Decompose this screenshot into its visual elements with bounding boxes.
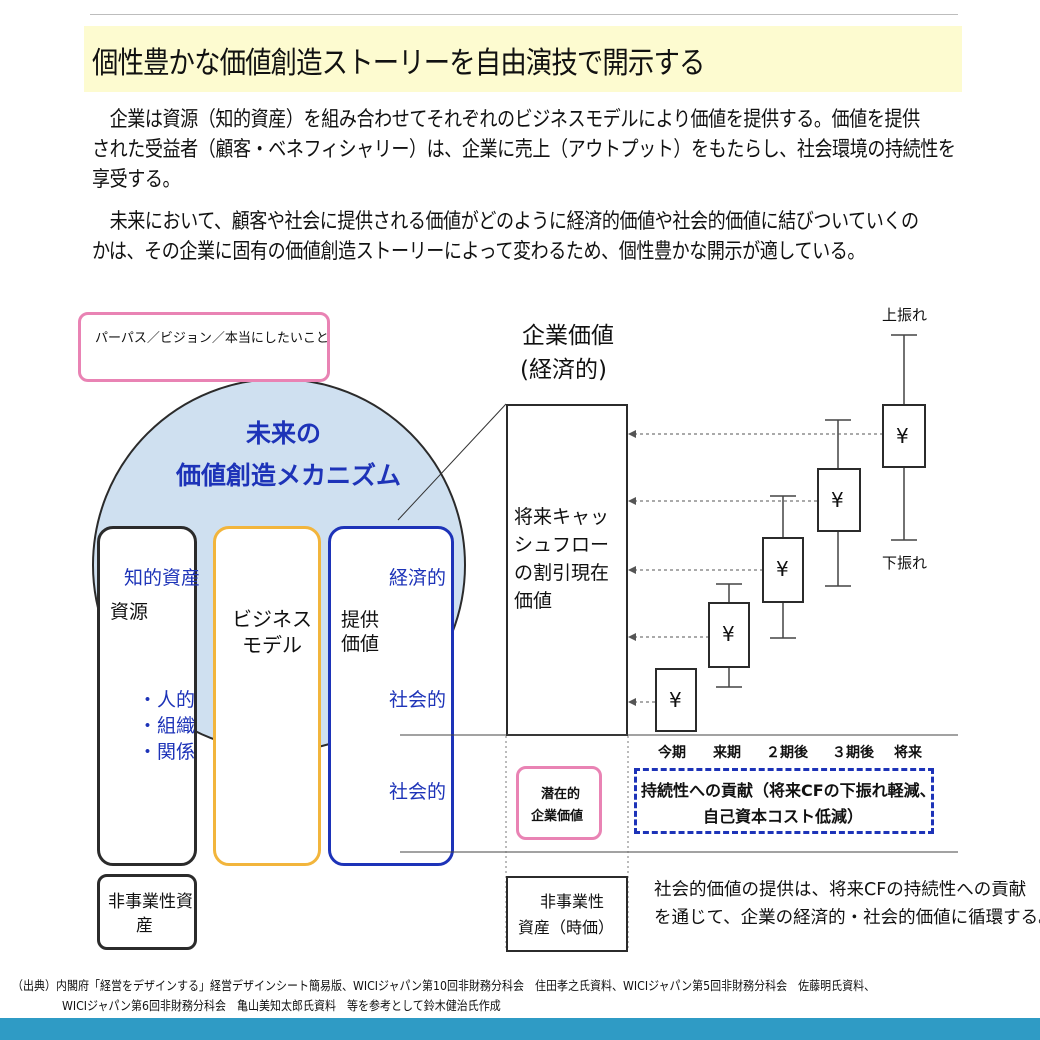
dcf-line: シュフロー bbox=[514, 534, 610, 556]
social-label-lower: 社会的 bbox=[389, 781, 447, 803]
non-business-assets-right: 非事業性 資産（時価） bbox=[506, 876, 628, 952]
paragraph-line: かは、その企業に固有の価値創造ストーリーによって変わるため、個性豊かな開示が適し… bbox=[92, 239, 866, 263]
purpose-label: パーパス／ビジョン／本当にしたいこと bbox=[95, 331, 329, 346]
circle-title-2: 価値創造メカニズム bbox=[176, 461, 402, 490]
title-bar bbox=[84, 26, 962, 92]
corporate-value-label-2: (経済的) bbox=[520, 357, 607, 383]
paragraph-line: 企業は資源（知的資産）を組み合わせてそれぞれのビジネスモデルにより価値を提供する… bbox=[92, 107, 921, 131]
yen-symbol: ¥ bbox=[831, 488, 844, 512]
provided-value-label-1: 提供 bbox=[341, 609, 380, 631]
period-label: 今期 bbox=[658, 745, 686, 761]
paragraph-line: 享受する。 bbox=[92, 167, 181, 191]
non-business-right-label-2: 資産（時価） bbox=[518, 918, 615, 937]
yen-symbol: ¥ bbox=[722, 622, 735, 646]
business-model-label-2: モデル bbox=[242, 633, 302, 657]
yen-box-future: ¥ bbox=[882, 404, 926, 468]
business-model-label-1: ビジネス bbox=[232, 607, 312, 631]
dcf-line: の割引現在 bbox=[514, 562, 610, 584]
sustainability-label-2: 自己資本コスト低減） bbox=[703, 807, 864, 826]
yen-box-3: ¥ bbox=[817, 468, 861, 532]
paragraph-line: 未来において、顧客や社会に提供される価値がどのように経済的価値や社会的価値に結び… bbox=[92, 209, 919, 233]
yen-symbol: ¥ bbox=[776, 557, 789, 581]
page-title: 個性豊かな価値創造ストーリーを自由演技で開示する bbox=[92, 46, 705, 81]
dcf-box: 将来キャッ シュフロー の割引現在 価値 bbox=[506, 404, 628, 736]
upside-label: 上振れ bbox=[882, 306, 928, 324]
resources-label: 資源 bbox=[110, 601, 149, 623]
period-label: ２期後 bbox=[766, 745, 808, 761]
dcf-line: 将来キャッ bbox=[514, 506, 610, 528]
provided-value-box: 経済的 提供 価値 社会的 社会的 bbox=[328, 526, 454, 866]
sustainability-box: 持続性への貢献（将来CFの下振れ軽減、 自己資本コスト低減） bbox=[634, 768, 936, 834]
connector-and-chart-svg bbox=[397, 334, 958, 950]
latent-value-box: 潜在的 企業価値 bbox=[516, 766, 602, 840]
resources-box: 知的資産 資源 ・人的 ・組織 ・関係 bbox=[97, 526, 201, 866]
source-line-1: （出典）内閣府「経営をデザインする」経営デザインシート簡易版、WICIジャパン第… bbox=[12, 978, 876, 993]
yen-box-current: ¥ bbox=[655, 668, 697, 732]
paragraph-line: された受益者（顧客・ベネフィシャリー）は、企業に売上（アウトプット）をもたらし、… bbox=[92, 137, 956, 161]
resource-item: ・人的 bbox=[138, 689, 196, 711]
bottom-bar bbox=[0, 1018, 1040, 1040]
source-line-2: WICIジャパン第6回非財務分科会 亀山美知太郎氏資料 等を参考として鈴木健治氏… bbox=[62, 998, 501, 1013]
sustainability-label-1: 持続性への貢献（将来CFの下振れ軽減、 bbox=[641, 781, 936, 800]
intellectual-assets-label: 知的資産 bbox=[124, 567, 201, 589]
discount-arrows bbox=[634, 433, 882, 703]
business-model-box: ビジネス モデル bbox=[213, 526, 321, 866]
latent-value-label-2: 企業価値 bbox=[531, 809, 584, 824]
period-label: 将来 bbox=[894, 745, 922, 761]
period-label: ３期後 bbox=[832, 745, 874, 761]
circle-title-1: 未来の bbox=[246, 419, 322, 448]
value-creation-diagram: パーパス／ビジョン／本当にしたいこと 未来の 価値創造メカニズム 知的資産 資源… bbox=[0, 290, 1040, 960]
provided-value-label-2: 価値 bbox=[341, 633, 380, 655]
non-business-left-label-2: 産 bbox=[136, 916, 153, 936]
note-line-2: を通じて、企業の経済的・社会的価値に循環する。 bbox=[654, 908, 1040, 928]
corporate-value-label-1: 企業価値 bbox=[522, 323, 614, 349]
downside-label: 下振れ bbox=[882, 554, 928, 572]
latent-value-label-1: 潜在的 bbox=[541, 787, 581, 802]
connector-line bbox=[397, 403, 507, 521]
yen-box-2: ¥ bbox=[762, 537, 804, 603]
purpose-box: パーパス／ビジョン／本当にしたいこと bbox=[78, 312, 330, 382]
arrow-heads bbox=[628, 430, 636, 706]
economic-label: 経済的 bbox=[389, 567, 447, 589]
top-divider bbox=[90, 14, 958, 15]
yen-symbol: ¥ bbox=[669, 688, 682, 712]
resource-item: ・関係 bbox=[138, 741, 196, 763]
yen-box-next: ¥ bbox=[708, 602, 750, 668]
social-label: 社会的 bbox=[389, 689, 447, 711]
resource-item: ・組織 bbox=[138, 715, 196, 737]
non-business-right-label-1: 非事業性 bbox=[540, 892, 605, 911]
yen-symbol: ¥ bbox=[896, 424, 909, 448]
non-business-assets-left: 非事業性資 産 bbox=[97, 874, 197, 950]
period-label: 来期 bbox=[713, 745, 741, 761]
non-business-left-label-1: 非事業性資 bbox=[108, 892, 193, 912]
dcf-line: 価値 bbox=[514, 590, 553, 612]
note-line-1: 社会的価値の提供は、将来CFの持続性への貢献 bbox=[654, 880, 1027, 900]
